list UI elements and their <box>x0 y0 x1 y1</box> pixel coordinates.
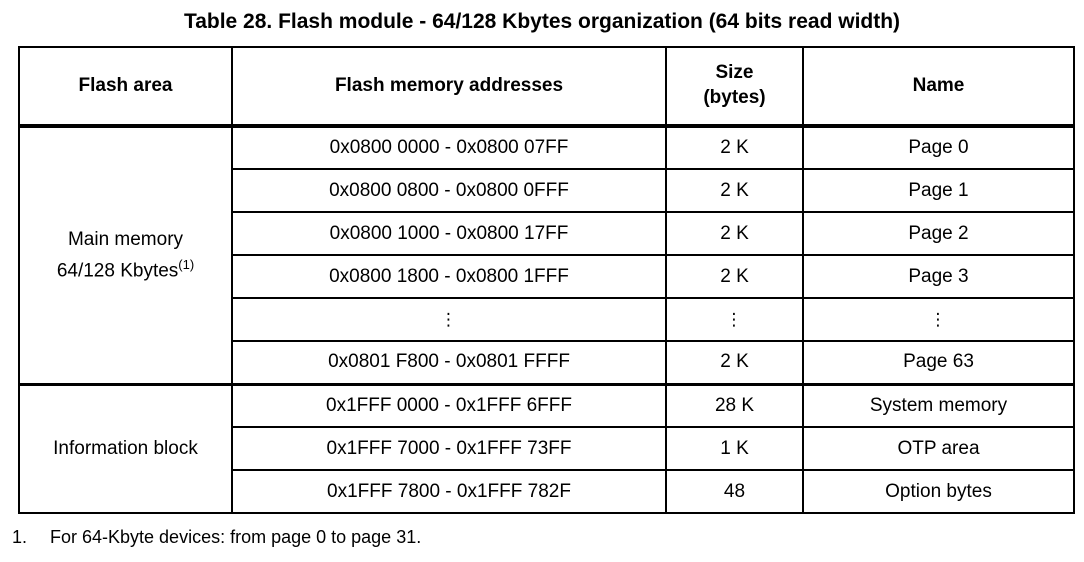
size-cell: 2 K <box>665 254 804 299</box>
column-header-size: Size (bytes) <box>665 46 804 128</box>
address-cell: 0x1FFF 7800 - 0x1FFF 782F <box>231 469 667 514</box>
footnote: 1. For 64-Kbyte devices: from page 0 to p… <box>12 527 1084 548</box>
size-cell: 2 K <box>665 125 804 170</box>
name-cell: Page 2 <box>802 211 1075 256</box>
address-cell: ⋮ <box>231 297 667 342</box>
column-header-label: Flash memory addresses <box>334 74 564 96</box>
column-header-name: Name <box>802 46 1075 128</box>
column-header-label-line1: Size <box>715 62 754 84</box>
address-cell: 0x0800 1000 - 0x0800 17FF <box>231 211 667 256</box>
address-cell: 0x1FFF 0000 - 0x1FFF 6FFF <box>231 383 667 428</box>
name-cell: OTP area <box>802 426 1075 471</box>
flash-area-line: Main memory <box>67 229 184 251</box>
size-cell: 2 K <box>665 168 804 213</box>
table-row: ⋮⋮⋮ <box>19 297 1075 342</box>
flash-organization-table: Flash area Flash memory addresses Size (… <box>18 46 1075 514</box>
name-cell: System memory <box>802 383 1075 428</box>
name-cell: Page 63 <box>802 340 1075 386</box>
size-cell: 2 K <box>665 211 804 256</box>
footnote-number: 1. <box>12 527 28 547</box>
table-row: Information block 0x1FFF 0000 - 0x1FFF 6F… <box>18 383 1075 514</box>
table-row: Main memory 64/128 Kbytes(1) 0x0800 0000 -… <box>18 125 1075 386</box>
column-header-flash-area: Flash area <box>18 46 233 128</box>
column-header-label: Name <box>912 74 965 96</box>
flash-area-cell: Information block <box>18 383 233 514</box>
column-header-label-line2: (bytes) <box>703 87 766 108</box>
name-cell: ⋮ <box>802 297 1075 342</box>
name-cell: Page 3 <box>802 254 1075 299</box>
name-cell: Page 1 <box>802 168 1075 213</box>
address-cell: 0x1FFF 7000 - 0x1FFF 73FF <box>231 426 667 471</box>
footnote-reference: (1) <box>178 256 195 272</box>
size-cell: 2 K <box>665 340 804 386</box>
header-row: Flash area Flash memory addresses Size (… <box>18 46 1075 128</box>
name-cell: Page 0 <box>802 125 1075 170</box>
size-cell: 1 K <box>665 426 804 471</box>
column-header-label: Flash area <box>78 74 173 96</box>
footnote-text: For 64-Kbyte devices: from page 0 to pag… <box>50 527 422 547</box>
address-cell: 0x0800 0000 - 0x0800 07FF <box>231 125 667 170</box>
flash-area-line: Information block <box>53 438 198 460</box>
size-cell: ⋮ <box>665 297 804 342</box>
address-cell: 0x0800 0800 - 0x0800 0FFF <box>231 168 667 213</box>
table-title: Table 28. Flash module - 64/128 Kbytes o… <box>183 10 901 33</box>
size-cell: 48 <box>665 469 804 514</box>
name-cell: Option bytes <box>802 469 1075 514</box>
flash-area-line: 64/128 Kbytes(1) <box>56 256 195 281</box>
column-header-addresses: Flash memory addresses <box>231 46 667 128</box>
address-cell: 0x0801 F800 - 0x0801 FFFF <box>231 340 667 386</box>
flash-area-cell: Main memory 64/128 Kbytes(1) <box>18 125 233 386</box>
address-cell: 0x0800 1800 - 0x0800 1FFF <box>231 254 667 299</box>
document-page: Table 28. Flash module - 64/128 Kbytes o… <box>12 10 1084 548</box>
size-cell: 28 K <box>665 383 804 428</box>
